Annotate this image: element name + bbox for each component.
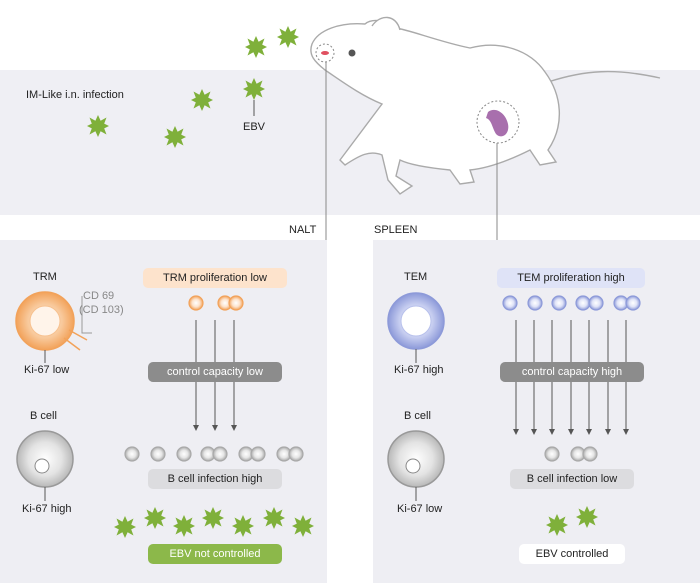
b-cell-label: B cell <box>30 410 57 422</box>
trm-small-cell <box>228 295 244 311</box>
b-small-cell <box>544 446 560 462</box>
b-small-cell <box>176 446 192 462</box>
b-small-cell <box>250 446 266 462</box>
cd103-label: (CD 103) <box>79 304 124 316</box>
control-capacity-pill: control capacity low <box>148 362 282 382</box>
tem-proliferation-pill: TEM proliferation high <box>497 268 645 288</box>
ebv-virus-icon <box>292 515 314 537</box>
ebv-outcome-pill: EBV controlled <box>519 544 625 564</box>
b-small-cell <box>212 446 228 462</box>
infection-title: IM-Like i.n. infection <box>26 89 124 101</box>
ebv-virus-icon <box>232 515 254 537</box>
cd69-label: CD 69 <box>83 290 115 302</box>
b-cell-infection-pill: B cell infection high <box>148 469 282 489</box>
ebv-virus-icon <box>576 506 598 528</box>
ebv-virus-icon <box>245 36 267 58</box>
tem-small-cell <box>575 295 591 311</box>
mouse-eye <box>348 49 356 57</box>
tem-small-cell <box>551 295 567 311</box>
spleen-organ <box>486 109 509 137</box>
trm-label: TRM <box>33 271 57 283</box>
ebv-virus-icon <box>263 507 285 529</box>
infection-band <box>0 70 700 215</box>
ebv-virus-icon <box>173 515 195 537</box>
trm-ki67-label: Ki-67 low <box>24 364 70 376</box>
trm-cell-icon <box>15 291 75 351</box>
nalt-label: NALT <box>289 224 317 236</box>
tem-ki67-label: Ki-67 high <box>394 364 444 376</box>
tem-label: TEM <box>404 271 428 283</box>
tem-small-cell <box>502 295 518 311</box>
b-small-cell <box>582 446 598 462</box>
control-capacity-pill: control capacity high <box>500 362 644 382</box>
b-cell-ki67-label: Ki-67 high <box>22 503 72 515</box>
ebv-virus-icon <box>546 514 568 536</box>
spleen-label: SPLEEN <box>374 224 418 236</box>
b-small-cell <box>150 446 166 462</box>
tem-small-cell <box>588 295 604 311</box>
ebv-virus-icon <box>87 115 109 137</box>
nalt-marker <box>321 51 329 55</box>
b-small-cell <box>288 446 304 462</box>
b-small-cell <box>124 446 140 462</box>
b-cell-icon <box>387 430 445 488</box>
ebv-virus-icon <box>164 126 186 148</box>
tem-small-cell <box>625 295 641 311</box>
trm-small-cell <box>188 295 204 311</box>
b-cell-infection-pill: B cell infection low <box>510 469 634 489</box>
ebv-virus-icon <box>277 26 299 48</box>
ebv-virus-icon <box>243 78 265 100</box>
b-cell-label: B cell <box>404 410 431 422</box>
trm-proliferation-pill: TRM proliferation low <box>143 268 287 288</box>
tem-small-cell <box>527 295 543 311</box>
b-cell-icon <box>16 430 74 488</box>
ebv-virus-icon <box>191 89 213 111</box>
ebv-label: EBV <box>243 121 266 133</box>
ebv-virus-icon <box>202 507 224 529</box>
tem-cell-icon <box>387 292 445 350</box>
ebv-outcome-pill: EBV not controlled <box>148 544 282 564</box>
b-cell-ki67-label: Ki-67 low <box>397 503 443 515</box>
ebv-virus-icon <box>144 507 166 529</box>
ebv-virus-icon <box>114 516 136 538</box>
